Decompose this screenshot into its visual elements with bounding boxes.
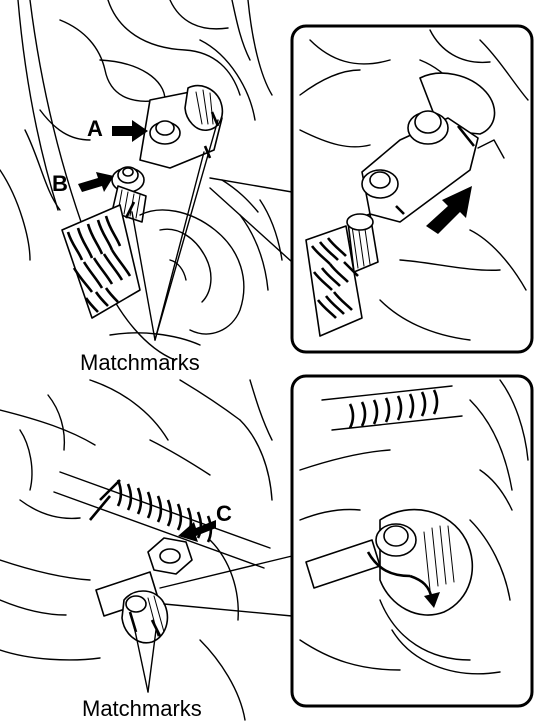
- matchmarks-label-bottom: Matchmarks: [82, 696, 202, 721]
- bottom-inset-detail: [290, 374, 534, 708]
- top-inset-detail: [290, 24, 534, 354]
- top-main-view: [0, 0, 293, 361]
- matchmarks-label-top: Matchmarks: [80, 350, 200, 375]
- bottom-main-view: [0, 379, 293, 721]
- callout-label-a: A: [87, 116, 103, 141]
- callout-label-b: B: [52, 171, 68, 196]
- callout-label-c: C: [216, 501, 232, 526]
